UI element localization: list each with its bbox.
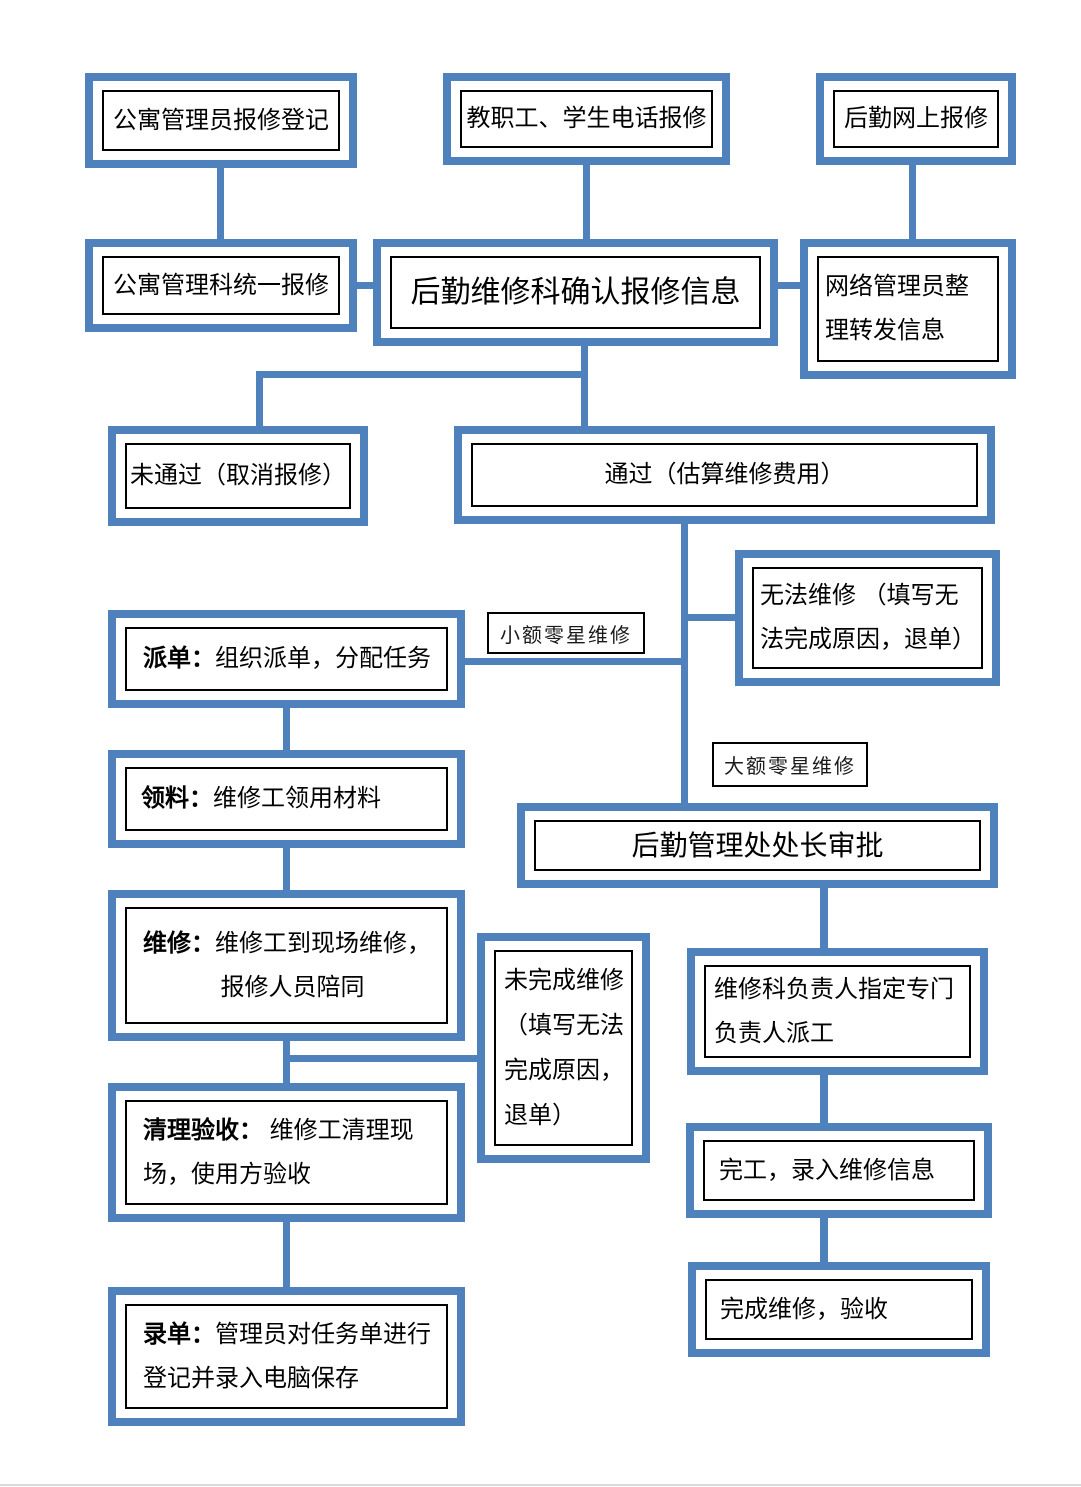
node-apartment-unified-text: 公寓管理科统一报修 [113, 271, 329, 299]
node-online-report-text: 后勤网上报修 [844, 105, 988, 132]
node-not-passed-body: 未通过（取消报修） [125, 443, 351, 509]
node-incomplete-line4: 退单） [504, 1102, 576, 1129]
connector-to-incomplete [286, 1055, 479, 1062]
connector-approval-to-assign [820, 886, 828, 950]
connector-online-to-network [909, 163, 916, 242]
node-confirm-info-text: 后勤维修科确认报修信息 [410, 275, 741, 309]
node-phone-report-body: 教职工、学生电话报修 [460, 90, 713, 148]
node-record-entry: 录单：管理员对任务单进行 登记并录入电脑保存 [108, 1287, 465, 1426]
node-director-approval: 后勤管理处处长审批 [517, 803, 998, 888]
node-final-accept-body: 完成维修，验收 [705, 1279, 973, 1340]
node-phone-report-text: 教职工、学生电话报修 [466, 105, 707, 132]
node-repair-line2: 报修人员陪同 [220, 973, 365, 1001]
connector-branch-horizontal [256, 371, 588, 378]
connector-register-to-unified [217, 166, 224, 242]
connector-small-repair-branch [463, 658, 686, 665]
node-repair-body: 维修：维修工到现场维修， 报修人员陪同 [125, 907, 448, 1024]
node-apartment-unified: 公寓管理科统一报修 [85, 239, 357, 332]
node-confirm-info: 后勤维修科确认报修信息 [373, 239, 778, 346]
node-incomplete-body: 未完成维修 （填写无法 完成原因， 退单） [494, 950, 633, 1146]
node-materials-body: 领料：维修工领用材料 [125, 767, 448, 831]
node-network-forward-line2: 理转发信息 [825, 317, 945, 344]
connector-unified-to-confirm [355, 282, 375, 289]
node-network-forward-line1: 网络管理员整 [825, 273, 969, 300]
connector-assign-to-finish [820, 1073, 828, 1125]
node-apartment-register-body: 公寓管理员报修登记 [102, 90, 340, 151]
node-apartment-register: 公寓管理员报修登记 [85, 73, 357, 168]
node-apartment-register-text: 公寓管理员报修登记 [113, 106, 329, 134]
node-phone-report: 教职工、学生电话报修 [443, 73, 730, 165]
node-dispatch-prefix: 派单： [143, 645, 215, 672]
node-cleanup-accept-body: 清理验收： 维修工清理现 场，使用方验收 [125, 1100, 448, 1205]
node-dispatch: 派单：组织派单，分配任务 [108, 610, 465, 708]
node-cleanup-accept-prefix: 清理验收： [143, 1116, 263, 1144]
node-cannot-repair-line2: 法完成原因，退单） [760, 626, 976, 653]
connector-dispatch-to-materials [283, 706, 290, 752]
node-online-report: 后勤网上报修 [816, 73, 1016, 165]
node-director-approval-text: 后勤管理处处长审批 [631, 829, 884, 861]
node-assign-worker-body: 维修科负责人指定专门 负责人派工 [704, 965, 971, 1058]
node-materials-prefix: 领料： [141, 785, 213, 812]
node-incomplete-line1: 未完成维修 [504, 967, 624, 994]
node-record-entry-prefix: 录单： [143, 1320, 215, 1348]
connector-cleanup-to-record [283, 1220, 290, 1289]
node-record-entry-line1: 录单：管理员对任务单进行 [143, 1313, 431, 1357]
node-assign-worker-line1: 维修科负责人指定专门 [714, 975, 954, 1003]
node-incomplete-line3: 完成原因， [504, 1057, 624, 1084]
node-cannot-repair-body: 无法维修 （填写无 法完成原因，退单） [752, 567, 983, 669]
node-confirm-info-body: 后勤维修科确认报修信息 [390, 256, 761, 329]
node-network-forward: 网络管理员整 理转发信息 [800, 239, 1016, 379]
node-repair-line1: 维修：维修工到现场维修， [143, 922, 431, 966]
node-repair: 维修：维修工到现场维修， 报修人员陪同 [108, 890, 465, 1041]
node-cleanup-accept: 清理验收： 维修工清理现 场，使用方验收 [108, 1083, 465, 1222]
node-incomplete: 未完成维修 （填写无法 完成原因， 退单） [477, 933, 650, 1163]
node-finish-entry: 完工，录入维修信息 [686, 1123, 992, 1218]
node-finish-entry-text: 完工，录入维修信息 [719, 1156, 935, 1184]
node-materials-line: 领料：维修工领用材料 [141, 777, 381, 821]
connector-network-to-confirm [776, 282, 802, 289]
node-cleanup-accept-line2: 场，使用方验收 [143, 1160, 311, 1188]
node-cannot-repair: 无法维修 （填写无 法完成原因，退单） [735, 550, 1000, 686]
node-not-passed-text: 未通过（取消报修） [130, 462, 346, 489]
node-apartment-unified-body: 公寓管理科统一报修 [102, 256, 340, 315]
connector-to-not-passed [256, 371, 263, 430]
node-assign-worker-line2: 负责人派工 [714, 1019, 834, 1047]
node-record-entry-text: 管理员对任务单进行 [215, 1320, 431, 1348]
node-cannot-repair-line1: 无法维修 （填写无 [760, 582, 959, 609]
page-bottom-edge [0, 1484, 1081, 1486]
node-network-forward-body: 网络管理员整 理转发信息 [817, 256, 999, 362]
connector-finish-to-final [820, 1216, 828, 1264]
label-large-repair: 大额零星维修 [712, 742, 868, 787]
connector-to-cannot-repair [684, 614, 737, 621]
node-passed-text: 通过（估算维修费用） [604, 461, 845, 488]
node-director-approval-body: 后勤管理处处长审批 [534, 820, 981, 871]
node-materials-text: 维修工领用材料 [213, 785, 381, 812]
connector-materials-to-repair [283, 846, 290, 892]
node-dispatch-line: 派单：组织派单，分配任务 [143, 637, 431, 681]
node-assign-worker: 维修科负责人指定专门 负责人派工 [687, 948, 988, 1075]
node-final-accept-text: 完成维修，验收 [720, 1295, 888, 1323]
label-small-repair: 小额零星维修 [487, 612, 645, 654]
node-dispatch-text: 组织派单，分配任务 [215, 645, 431, 672]
node-passed-body: 通过（估算维修费用） [471, 443, 978, 507]
node-cleanup-accept-line1: 清理验收： 维修工清理现 [143, 1109, 414, 1153]
node-not-passed: 未通过（取消报修） [108, 426, 368, 526]
node-passed: 通过（估算维修费用） [454, 426, 995, 524]
node-online-report-body: 后勤网上报修 [833, 90, 999, 148]
node-incomplete-line2: （填写无法 [504, 1012, 624, 1039]
node-repair-prefix: 维修： [143, 929, 215, 957]
node-final-accept: 完成维修，验收 [688, 1262, 990, 1357]
connector-phone-to-confirm [583, 163, 590, 242]
connector-confirm-down [581, 344, 588, 430]
node-cleanup-accept-text: 维修工清理现 [263, 1116, 414, 1144]
node-record-entry-body: 录单：管理员对任务单进行 登记并录入电脑保存 [125, 1304, 448, 1409]
node-dispatch-body: 派单：组织派单，分配任务 [125, 627, 448, 691]
node-materials: 领料：维修工领用材料 [108, 750, 465, 848]
node-repair-text: 维修工到现场维修， [215, 929, 431, 957]
connector-repair-to-cleanup [283, 1039, 290, 1085]
node-finish-entry-body: 完工，录入维修信息 [703, 1140, 975, 1201]
node-record-entry-line2: 登记并录入电脑保存 [143, 1364, 359, 1392]
